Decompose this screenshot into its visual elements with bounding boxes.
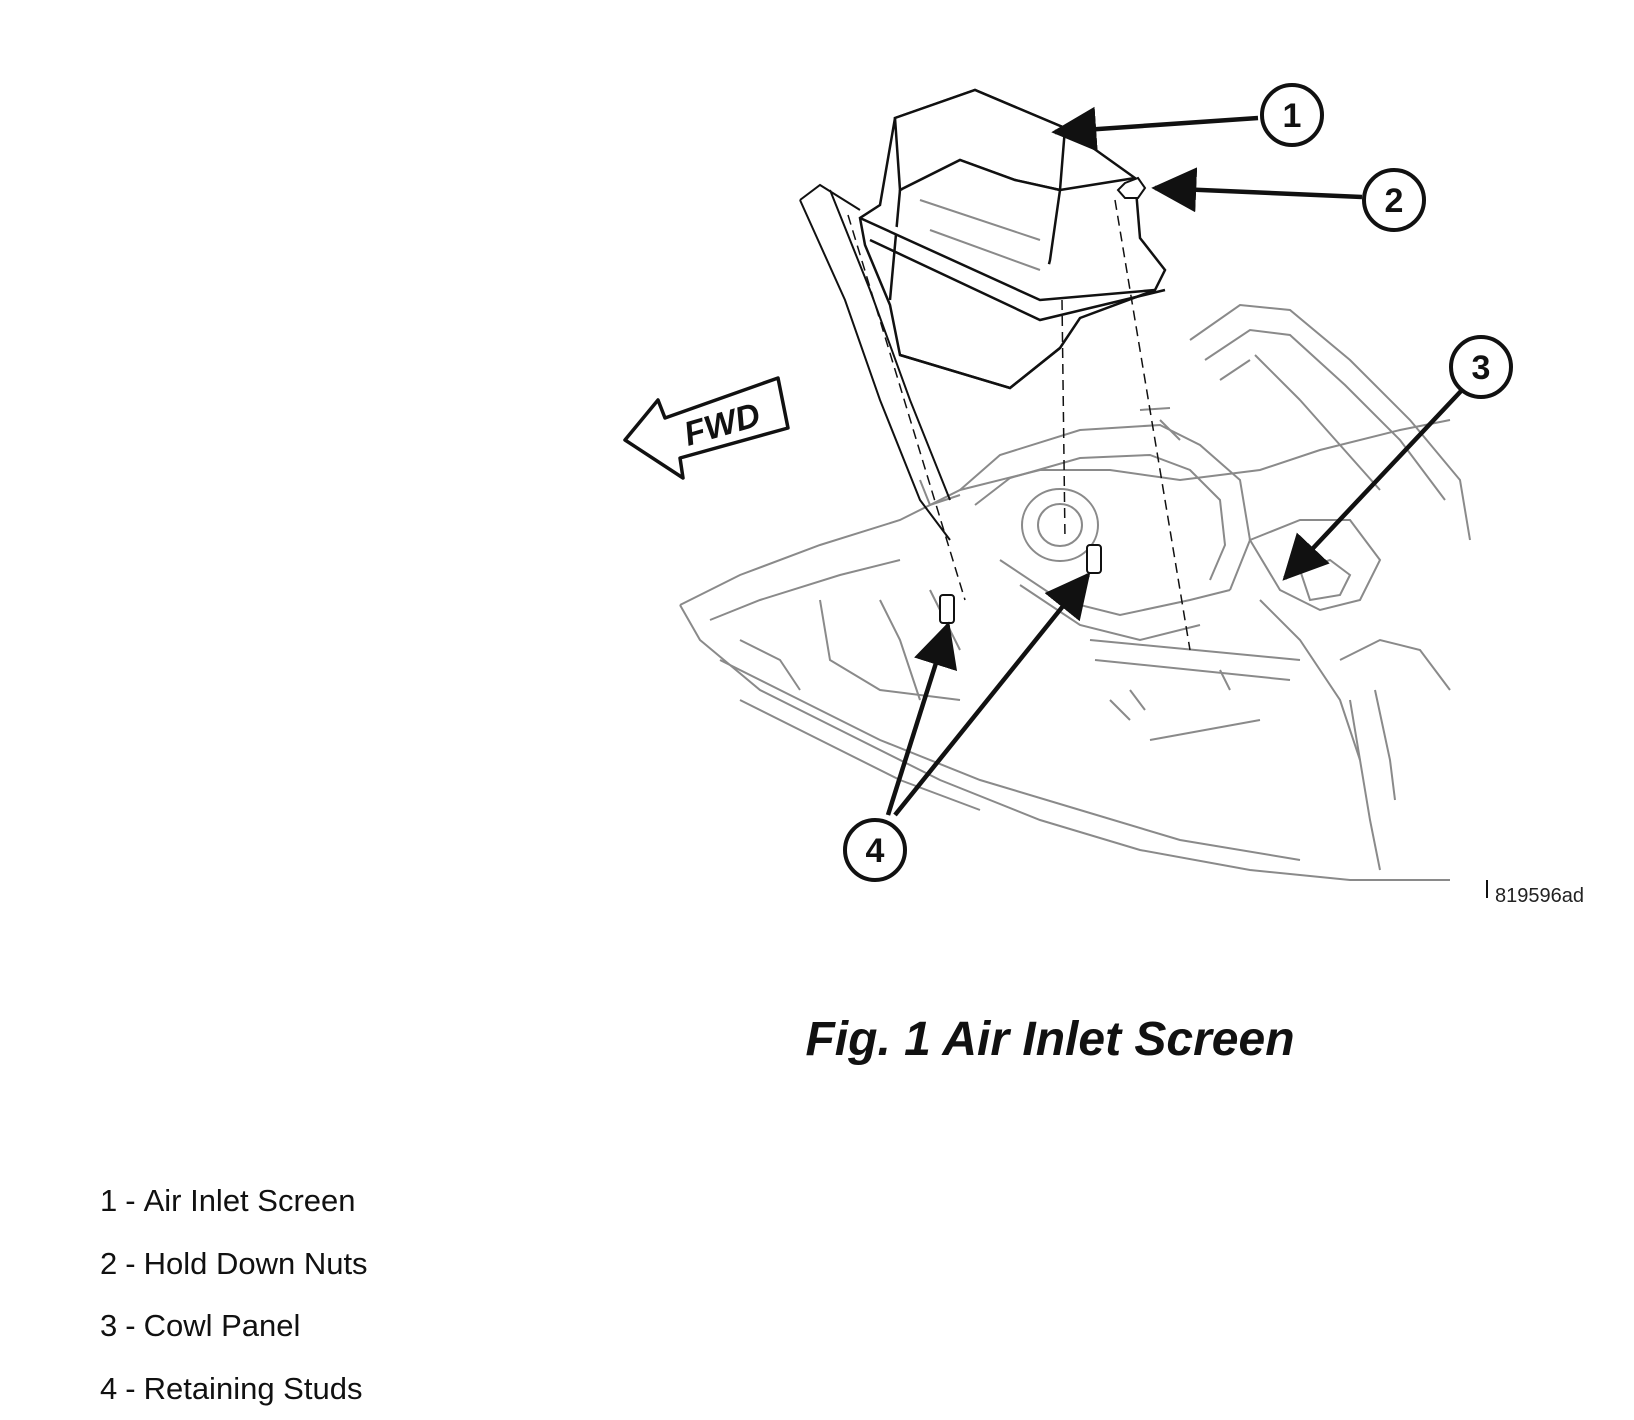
air-inlet-screen-drawing: [860, 90, 1165, 388]
forward-direction-arrow: FWD: [625, 378, 788, 478]
callout-3-number: 3: [1472, 349, 1491, 387]
legend-item-label: Cowl Panel: [144, 1308, 301, 1343]
legend-item-label: Air Inlet Screen: [144, 1183, 356, 1218]
legend-item: 3-Cowl Panel: [100, 1295, 368, 1358]
callout-2: 2: [1364, 170, 1424, 230]
legend-item-label: Hold Down Nuts: [144, 1246, 368, 1281]
figure-reference-code: 819596ad: [1495, 885, 1584, 907]
callout-1: 1: [1262, 85, 1322, 145]
figure-caption: Fig. 1 Air Inlet Screen: [790, 1012, 1310, 1067]
callout-4-number: 4: [866, 832, 885, 870]
callout-4: 4: [845, 820, 905, 880]
leader-arrow-2: [1155, 188, 1362, 197]
callout-3: 3: [1451, 337, 1511, 397]
legend-item-number: 3: [100, 1308, 117, 1343]
legend-item-number: 2: [100, 1246, 117, 1281]
legend-separator: -: [117, 1371, 143, 1406]
legend-item: 1-Air Inlet Screen: [100, 1170, 368, 1233]
legend-item: 4-Retaining Studs: [100, 1358, 368, 1420]
exploded-view-illustration: FWD 1 2 3 4 819596ad: [0, 0, 1634, 960]
callout-1-number: 1: [1283, 97, 1302, 135]
legend-item-number: 4: [100, 1371, 117, 1406]
callout-2-number: 2: [1385, 182, 1404, 220]
legend-separator: -: [117, 1183, 143, 1218]
leader-arrow-1: [1055, 118, 1258, 132]
legend-list: 1-Air Inlet Screen 2-Hold Down Nuts 3-Co…: [100, 1170, 368, 1420]
legend-item-number: 1: [100, 1183, 117, 1218]
legend-separator: -: [117, 1246, 143, 1281]
legend-item-label: Retaining Studs: [144, 1371, 363, 1406]
legend-separator: -: [117, 1308, 143, 1343]
legend-item: 2-Hold Down Nuts: [100, 1233, 368, 1296]
